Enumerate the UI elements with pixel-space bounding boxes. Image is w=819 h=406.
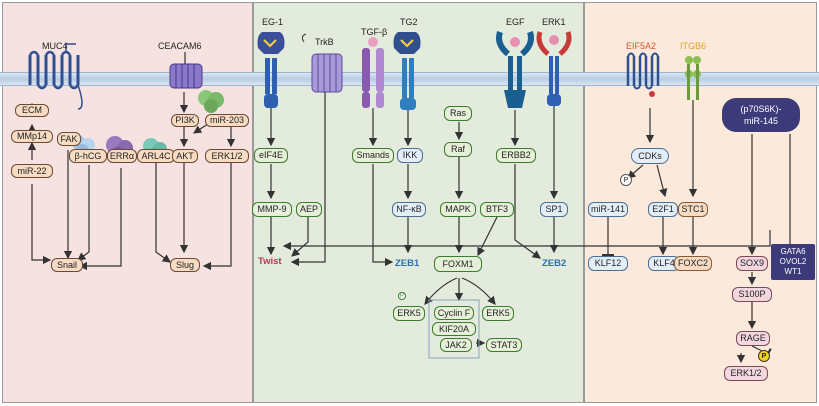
eg1-label: EG-1	[262, 17, 284, 27]
trkb-receptor-icon	[301, 33, 343, 93]
mir203-node: miR-203	[205, 114, 249, 127]
eif5a2-receptor-icon	[626, 52, 660, 97]
nfkb-node: NF-κB	[392, 202, 426, 217]
left-panel	[2, 2, 253, 403]
sp1-node: SP1	[540, 202, 568, 217]
muc4-receptor-icon	[28, 43, 83, 110]
p70s6k-mir145-node: (p70S6K)- miR-145	[722, 98, 800, 132]
raf-node: Raf	[444, 142, 472, 157]
mmp14-node: MMp14	[11, 130, 53, 143]
eif4e-node: eIF4E	[254, 148, 288, 163]
stc1-node: STC1	[678, 202, 708, 217]
p-yellow-badge: P	[758, 350, 770, 362]
gata6-text: GATA6	[780, 247, 806, 256]
mmp9-node: MMP-9	[252, 202, 292, 217]
stat3-node: STAT3	[486, 338, 522, 352]
eif5a2-label: EIF5A2	[626, 41, 657, 51]
smands-node: Smands	[352, 148, 394, 163]
erk1-label: ERK1	[542, 17, 566, 27]
mapk-node: MAPK	[440, 202, 476, 217]
tg2-receptor-icon	[393, 32, 421, 110]
foxm1-node: FOXM1	[434, 256, 482, 272]
erk5-left-node: ERK5	[393, 306, 425, 321]
fak-node: FAK	[57, 132, 81, 146]
sox9-node: SOX9	[736, 256, 768, 271]
tgfb-receptor-icon	[362, 37, 384, 108]
arl4c-node: ARL4C	[137, 149, 175, 163]
gata6-ovol2-wt1-node: GATA6 OVOL2 WT1	[771, 244, 815, 280]
phospho-left-badge: P	[398, 292, 406, 300]
e2f1-node: E2F1	[648, 202, 678, 217]
bhcg-node: β-hCG	[69, 149, 107, 163]
cyclin-f-node: Cyclin F	[434, 306, 474, 320]
eg1-receptor-icon	[257, 32, 285, 108]
ceacam6-receptor-icon	[169, 52, 203, 89]
ecm-node: ECM	[15, 104, 49, 117]
ikk-node: IKK	[397, 148, 423, 163]
kif20a-node: KIF20A	[432, 322, 476, 336]
p70s6k-text: (p70S6K)-	[740, 103, 782, 114]
ceacam6-label: CEACAM6	[158, 41, 202, 51]
btf3-node: BTF3	[480, 202, 514, 217]
akt-node: AKT	[172, 149, 198, 163]
mir145-text: miR-145	[743, 115, 778, 126]
zeb2-outcome: ZEB2	[542, 258, 567, 269]
snail-node: Snail	[51, 258, 83, 272]
egf-label: EGF	[506, 17, 525, 27]
klf12-node: KLF12	[588, 256, 628, 271]
cdks-node: CDKs	[631, 148, 669, 164]
pi3k-node: PI3K	[171, 114, 199, 127]
twist-outcome: Twist	[258, 256, 282, 267]
mir141-node: miR-141	[588, 202, 628, 217]
jak2-node: JAK2	[440, 338, 472, 352]
ovol2-text: OVOL2	[779, 257, 807, 266]
erbb2-node: ERBB2	[496, 148, 536, 163]
itgb6-receptor-icon	[685, 56, 701, 100]
foxc2-node: FOXC2	[674, 256, 712, 271]
erk12-left-node: ERK1/2	[205, 149, 249, 163]
cyclin-box	[428, 299, 480, 359]
aep-node: AEP	[296, 202, 322, 217]
zeb1-outcome: ZEB1	[395, 258, 420, 269]
tgfb-label: TGF-β	[361, 27, 388, 37]
erra-node: ERRα	[107, 149, 137, 163]
erk1-receptor-icon	[536, 31, 572, 106]
s100p-node: S100P	[732, 287, 772, 302]
mir22-node: miR-22	[11, 164, 53, 178]
ras-node: Ras	[444, 106, 472, 121]
p-badge: P	[620, 174, 632, 186]
erk5-right-node: ERK5	[482, 306, 514, 321]
rage-node: RAGE	[736, 331, 770, 346]
erk12-right-node: ERK1/2	[724, 366, 768, 381]
slug-node: Slug	[170, 258, 200, 272]
itgb6-label: ITGB6	[680, 41, 707, 51]
tg2-label: TG2	[400, 17, 418, 27]
wt1-text: WT1	[784, 267, 802, 276]
trkb-label: TrkB	[315, 37, 334, 47]
muc4-label: MUC4	[42, 41, 68, 51]
egf-receptor-icon	[496, 31, 534, 108]
